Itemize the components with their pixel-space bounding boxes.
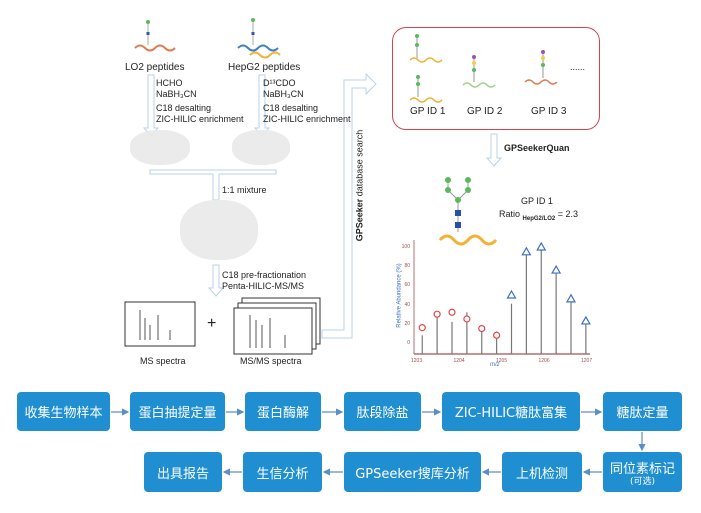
more-ellipsis: ......: [570, 62, 586, 72]
arrow-database-search: [321, 72, 377, 339]
hepg2-glycopeptide-icon: [237, 18, 281, 59]
triangle-marker: [580, 315, 591, 325]
triangle-marker: [521, 246, 532, 256]
hepg2-label: HepG2 peptides: [228, 62, 301, 73]
result-glycopeptide-icon: [438, 177, 498, 246]
arrow-quan-down: [485, 133, 503, 167]
lo2-labeled-peptide-cloud: [130, 130, 190, 165]
hepg2-labeled-peptide-cloud: [232, 130, 290, 165]
hepg2-step: C18 desalting: [263, 103, 319, 113]
lo2-step: ZIC-HILIC enrichment: [156, 114, 244, 124]
database-search-label: GPSeeker database search: [354, 129, 365, 242]
x-tick-label: 1207: [581, 358, 593, 364]
hepg2-step: NaBH₃CN: [263, 89, 304, 99]
y-tick-label: 0: [407, 340, 410, 346]
triangle-marker: [536, 241, 547, 251]
circle-marker: [448, 308, 456, 316]
lo2-label: LO2 peptides: [125, 62, 185, 73]
arrow-fraction-down: [207, 264, 225, 297]
gp-id-label: GP ID 1: [410, 106, 446, 117]
result-ratio: Ratio HepG2/LO2 = 2.3: [499, 209, 579, 222]
fraction-step: C18 pre-fractionation: [222, 270, 307, 280]
y-tick-label: 80: [404, 263, 410, 270]
circle-marker: [433, 310, 441, 318]
lo2-step: C18 desalting: [156, 103, 212, 113]
msms-spectra-label: MS/MS spectra: [240, 356, 302, 366]
y-tick-label: 100: [401, 244, 410, 250]
x-axis-label: m/z: [490, 362, 500, 368]
step-digestion: 蛋白酶解: [245, 392, 321, 431]
gp-id-label: GP ID 2: [467, 106, 503, 117]
lo2-glycopeptide-icon: [134, 20, 176, 52]
ms-spectrum-box: [124, 301, 196, 347]
x-tick-label: 1203: [411, 358, 423, 364]
step-isotope-labeling: 同位素标记(可选): [603, 452, 682, 492]
lo2-step: NaBH₃CN: [156, 89, 197, 99]
hepg2-step: D¹³CDO: [263, 78, 296, 88]
step-bioinformatics: 生信分析: [243, 452, 322, 492]
x-tick-label: 1206: [538, 358, 550, 364]
y-tick-label: 40: [404, 301, 410, 308]
step-gpseeker-search: GPSeeker搜库分析: [344, 452, 481, 492]
mixture-label: 1:1 mixture: [222, 185, 267, 195]
gp-id-3-icon: [524, 50, 558, 85]
ms-spectra-label: MS spectra: [140, 356, 186, 366]
triangle-marker: [551, 264, 562, 274]
hepg2-step: ZIC-HILIC enrichment: [263, 114, 351, 124]
step-quantification: 糖肽定量: [603, 392, 682, 431]
circle-marker: [478, 325, 486, 333]
step-protein-extraction: 蛋白抽提定量: [130, 392, 225, 431]
step-desalting: 肽段除盐: [344, 392, 421, 431]
circle-marker: [418, 324, 426, 332]
y-tick-label: 20: [404, 320, 410, 327]
fraction-step: Penta-HILIC-MS/MS: [222, 281, 305, 291]
plus-sign: +: [207, 315, 217, 332]
gp-id-frame: [392, 27, 600, 130]
circle-marker: [493, 331, 501, 339]
gp-id-2-icon: [462, 55, 496, 88]
x-tick-label: 1204: [453, 358, 465, 364]
triangle-marker: [506, 289, 517, 299]
circle-marker: [463, 315, 471, 323]
step-enrichment: ZIC-HILIC糖肽富集: [442, 392, 580, 431]
triangle-marker: [565, 293, 577, 303]
x-tick-label: 1205: [496, 358, 508, 364]
step-ms-detection: 上机检测: [502, 452, 582, 492]
step-report: 出具报告: [144, 452, 222, 492]
quan-label: GPSeekerQuan: [504, 143, 570, 153]
result-id: GP ID 1: [521, 196, 553, 206]
gp-id-label: GP ID 3: [531, 106, 567, 117]
lo2-step: HCHO: [156, 78, 183, 88]
spectrum-chart: [413, 240, 591, 355]
y-tick-label: 60: [404, 282, 410, 289]
msms-spectrum-box: [233, 307, 313, 355]
step-collect-samples: 收集生物样本: [17, 392, 110, 431]
mixture-peptide-cloud: [180, 200, 258, 260]
